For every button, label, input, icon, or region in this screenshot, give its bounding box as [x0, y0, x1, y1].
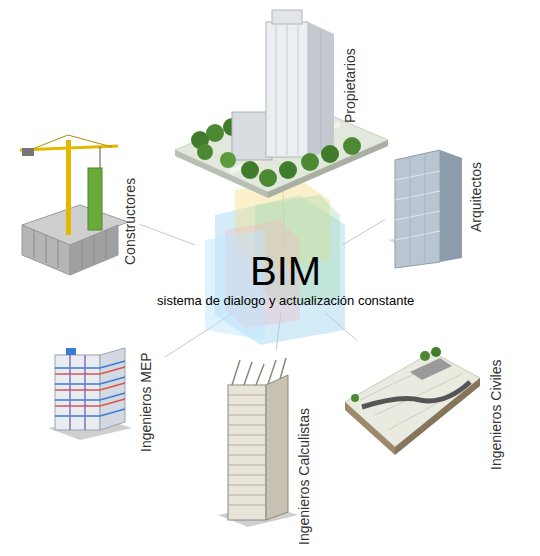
owner-building: [175, 10, 388, 198]
stakeholder-node: Ingenieros Calculistas: [210, 350, 315, 550]
stakeholder-node: Ingenieros MEP: [40, 340, 165, 455]
construction-site: [20, 135, 128, 275]
architect-building: [388, 150, 462, 268]
stakeholder-label: Arquitectos: [468, 162, 484, 232]
owner-building: [206, 124, 224, 142]
stakeholder-label: Ingenieros Civiles: [488, 360, 504, 471]
architect-building: [395, 231, 440, 240]
mep-building: [55, 361, 125, 416]
stakeholder-label: Ingenieros MEP: [138, 352, 154, 452]
architect-building: [410, 157, 411, 266]
structural-frame: [232, 358, 286, 385]
owner-building: [301, 153, 319, 171]
civil-terrain: [431, 347, 441, 357]
owner-building: [287, 24, 288, 155]
owner-building: [279, 161, 297, 179]
structural-frame: [266, 375, 288, 520]
owner-building: [197, 144, 213, 160]
stakeholder-label: Constructores: [122, 178, 138, 265]
owner-building: [276, 24, 277, 155]
stakeholder-label: Propietarios: [342, 48, 358, 123]
mep-building: [55, 355, 100, 430]
construction-site: [30, 135, 68, 150]
mep-building: [70, 355, 85, 430]
owner-building: [321, 145, 339, 163]
architect-building: [425, 154, 426, 264]
owner-building: [308, 22, 334, 157]
construction-site: [88, 168, 102, 230]
owner-building: [259, 169, 277, 187]
civil-terrain: [351, 394, 359, 402]
mep-building: [66, 348, 76, 355]
stakeholder-node: Arquitectos: [385, 135, 500, 235]
civil-terrain: [345, 347, 480, 455]
architect-building: [440, 150, 462, 262]
stakeholder-node: Constructores: [10, 120, 140, 280]
stakeholder-node: Ingenieros Civiles: [340, 340, 530, 475]
structural-frame: [228, 385, 266, 520]
owner-building: [343, 137, 361, 155]
construction-site: [34, 230, 106, 268]
structural-frame: [228, 395, 266, 505]
owner-building: [266, 22, 308, 157]
connector-line: [140, 224, 195, 245]
mep-building: [48, 348, 132, 440]
construction-site: [68, 135, 112, 147]
owner-building: [241, 161, 259, 179]
construction-site: [22, 148, 34, 156]
civil-terrain: [362, 382, 470, 407]
civil-terrain: [395, 378, 480, 455]
owner-building: [220, 152, 236, 168]
construction-site: [100, 147, 101, 168]
architect-building: [395, 211, 440, 220]
hub-subtitle: sistema de dialogo y actualización const…: [157, 293, 414, 309]
hub-node: BIMsistema de dialogo y actualización co…: [151, 245, 420, 313]
stakeholder-node: Propietarios: [170, 5, 390, 190]
connector-line: [342, 219, 385, 245]
structural-frame: [218, 358, 298, 527]
owner-building: [298, 24, 299, 155]
architect-building: [395, 191, 440, 200]
architect-building: [395, 150, 440, 268]
hub-title: BIM: [157, 249, 414, 293]
civil-terrain: [410, 358, 452, 380]
mep-building: [55, 367, 125, 406]
architect-building: [395, 171, 440, 180]
construction-site: [66, 140, 71, 235]
civil-terrain: [420, 351, 430, 361]
civil-terrain: [345, 402, 395, 455]
stakeholder-label: Ingenieros Calculistas: [296, 408, 312, 545]
owner-building: [321, 30, 322, 152]
owner-building: [272, 10, 302, 24]
